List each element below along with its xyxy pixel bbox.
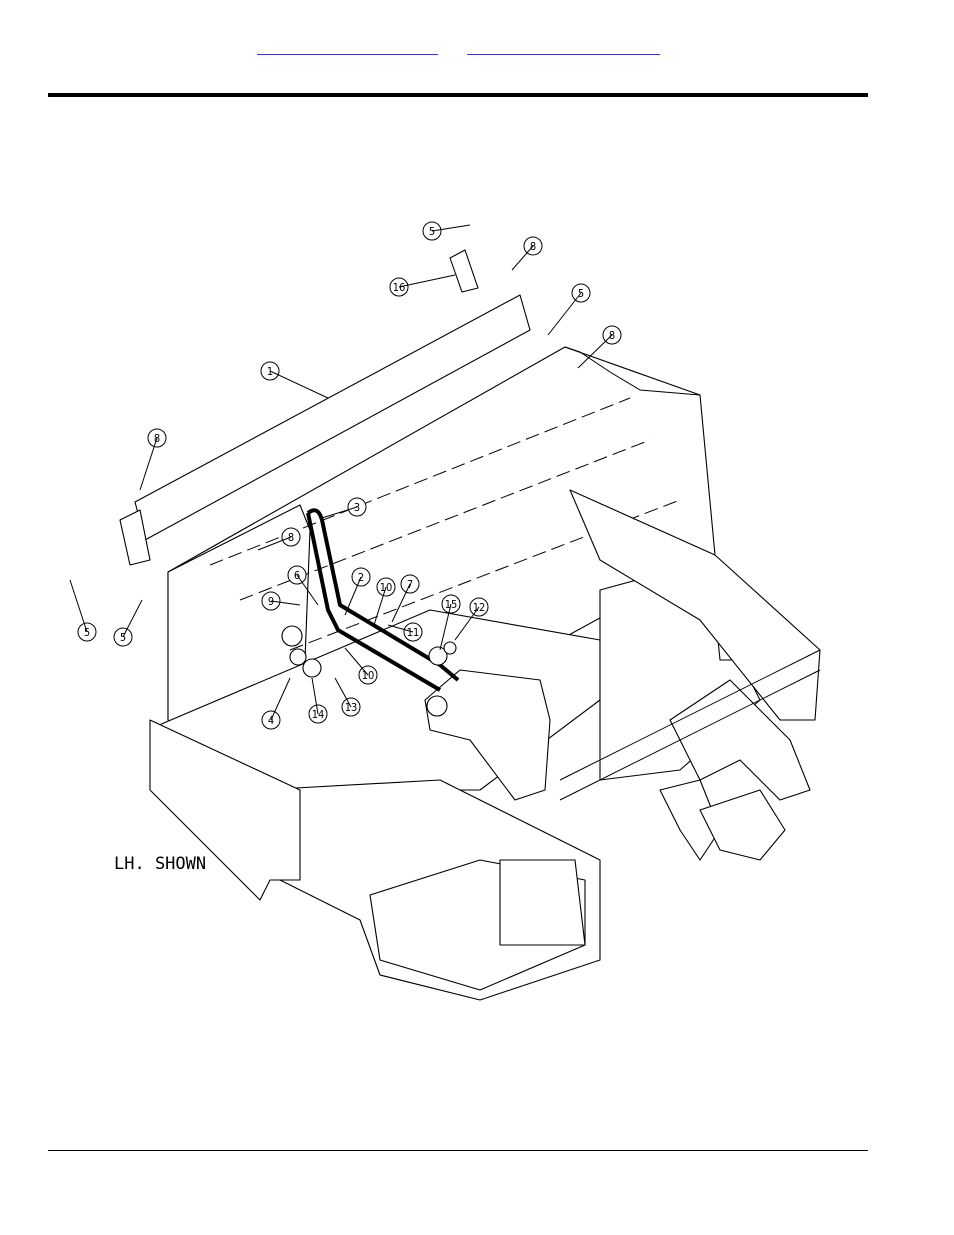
callout-leader: [399, 275, 455, 287]
callout-number: 5: [84, 626, 90, 639]
callout-number: 13: [345, 701, 358, 714]
callout-number: 11: [407, 626, 420, 639]
callout-leader: [512, 246, 533, 270]
callout-leader: [140, 438, 157, 490]
callout-number: 5: [429, 225, 435, 238]
callout-leader: [123, 600, 142, 637]
callout-number: 14: [312, 708, 325, 721]
callout-leader: [70, 580, 87, 632]
footer-rule: [48, 1150, 868, 1151]
lh-shown-note: LH. SHOWN: [114, 854, 206, 874]
bracket-16: [450, 250, 478, 292]
callout-number: 16: [393, 281, 406, 294]
callout-leader: [548, 293, 581, 335]
callout-leader: [270, 371, 328, 398]
callout-number: 10: [362, 669, 375, 682]
